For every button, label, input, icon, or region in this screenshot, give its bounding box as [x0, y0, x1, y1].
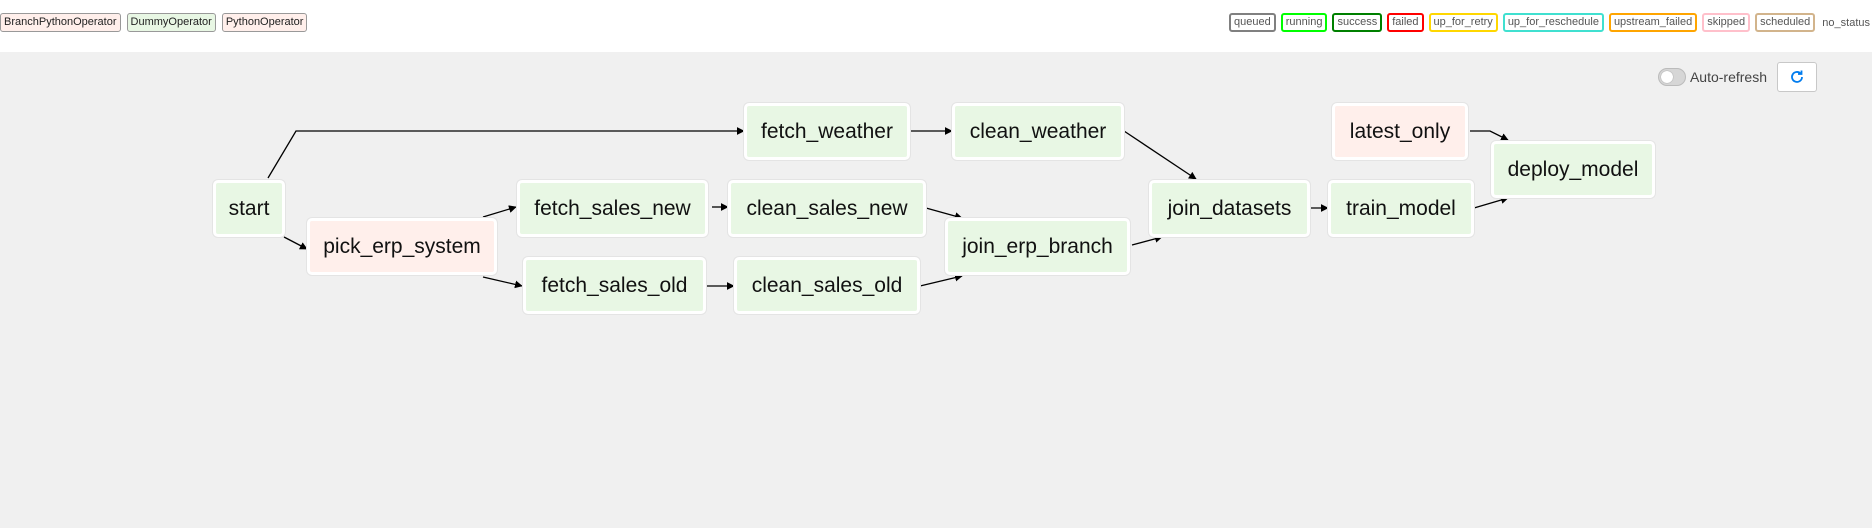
legend-op-dummyoperator[interactable]: DummyOperator — [126, 13, 216, 32]
legend-status-upstream-failed[interactable]: upstream_failed — [1608, 13, 1698, 32]
edge-latest-only-deploy-model — [1470, 130, 1509, 141]
toggle-knob — [1660, 71, 1673, 83]
task-node-start[interactable]: start — [213, 180, 285, 237]
legend-status-success[interactable]: success — [1332, 13, 1383, 32]
task-node-clean-sales-new[interactable]: clean_sales_new — [728, 180, 926, 237]
refresh-button[interactable] — [1777, 62, 1817, 92]
dag-edges — [267, 127, 1509, 290]
edge-clean-sales-old-join-erp — [919, 273, 963, 287]
edge-join-erp-join-datasets — [1131, 235, 1163, 246]
legend-op-branchpythonoperator[interactable]: BranchPythonOperator — [0, 13, 121, 32]
edge-clean-weather-join-datasets — [1123, 130, 1197, 180]
task-node-pick-erp-system[interactable]: pick_erp_system — [307, 218, 497, 275]
legend-op-pythonoperator[interactable]: PythonOperator — [221, 13, 308, 32]
legend-status-scheduled[interactable]: scheduled — [1755, 13, 1816, 32]
legend-status-running[interactable]: running — [1280, 13, 1328, 32]
edge-pick-erp-fetch-sales-new — [482, 205, 517, 218]
legend-bar: BranchPythonOperator DummyOperator Pytho… — [0, 0, 1872, 52]
legend-status-failed[interactable]: failed — [1387, 13, 1424, 32]
task-node-fetch-weather[interactable]: fetch_weather — [744, 103, 910, 160]
task-node-fetch-sales-old[interactable]: fetch_sales_old — [523, 257, 706, 314]
task-node-join-erp-branch[interactable]: join_erp_branch — [945, 218, 1130, 275]
legend-status-skipped[interactable]: skipped — [1702, 13, 1751, 32]
task-node-join-datasets[interactable]: join_datasets — [1149, 180, 1310, 237]
task-node-clean-sales-old[interactable]: clean_sales_old — [734, 257, 920, 314]
legend-status-queued[interactable]: queued — [1229, 13, 1276, 32]
refresh-icon — [1791, 70, 1803, 83]
edge-start-fetch-weather — [267, 127, 745, 179]
auto-refresh-label: Auto-refresh — [1689, 69, 1767, 85]
task-node-deploy-model[interactable]: deploy_model — [1491, 141, 1655, 198]
edge-clean-sales-new-join-erp — [925, 207, 963, 220]
status-legend: queued running success failed up_for_ret… — [1229, 13, 1872, 32]
task-node-latest-only[interactable]: latest_only — [1332, 103, 1468, 160]
graph-toolbar: Auto-refresh — [1657, 62, 1817, 92]
edge-pick-erp-fetch-sales-old — [482, 276, 523, 289]
legend-status-up-for-reschedule[interactable]: up_for_reschedule — [1502, 13, 1604, 32]
legend-status-no-status[interactable]: no_status — [1822, 16, 1870, 29]
task-node-fetch-sales-new[interactable]: fetch_sales_new — [517, 180, 708, 237]
task-node-train-model[interactable]: train_model — [1328, 180, 1474, 237]
operator-legend: BranchPythonOperator DummyOperator Pytho… — [0, 13, 308, 32]
edge-start-pick-erp — [283, 236, 308, 250]
task-node-clean-weather[interactable]: clean_weather — [952, 103, 1124, 160]
edge-train-model-deploy-model — [1473, 196, 1509, 209]
legend-status-up-for-retry[interactable]: up_for_retry — [1428, 13, 1498, 32]
auto-refresh-toggle[interactable] — [1657, 68, 1686, 86]
